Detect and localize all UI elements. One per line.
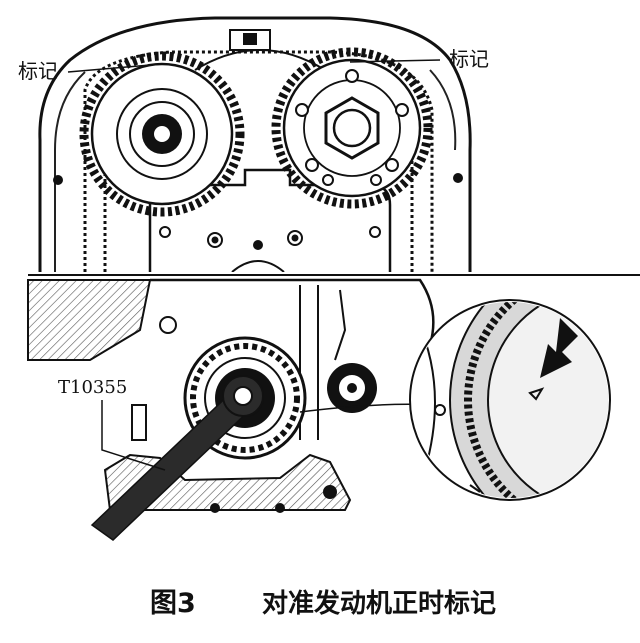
top-panel-camshaft-sprockets: 标记 标记 <box>18 16 489 272</box>
tool-label: T10355 <box>58 377 127 398</box>
mark-label-left: 标记 <box>18 59 58 83</box>
bottom-panel-crankshaft: T10355 <box>27 278 436 541</box>
timing-mark-arrow <box>540 318 578 378</box>
figure-number: 图3 <box>150 588 196 619</box>
magnified-timing-mark-detail <box>409 299 611 501</box>
figure-caption: 对准发动机正时标记 <box>262 588 496 619</box>
timing-mark-triangle <box>528 387 545 401</box>
left-camshaft-sprocket <box>53 51 245 217</box>
mark-label-right: 标记 <box>449 47 489 71</box>
idler-pulley <box>327 363 377 413</box>
tool-t10355 <box>90 375 264 541</box>
right-camshaft-sprocket <box>271 47 463 209</box>
